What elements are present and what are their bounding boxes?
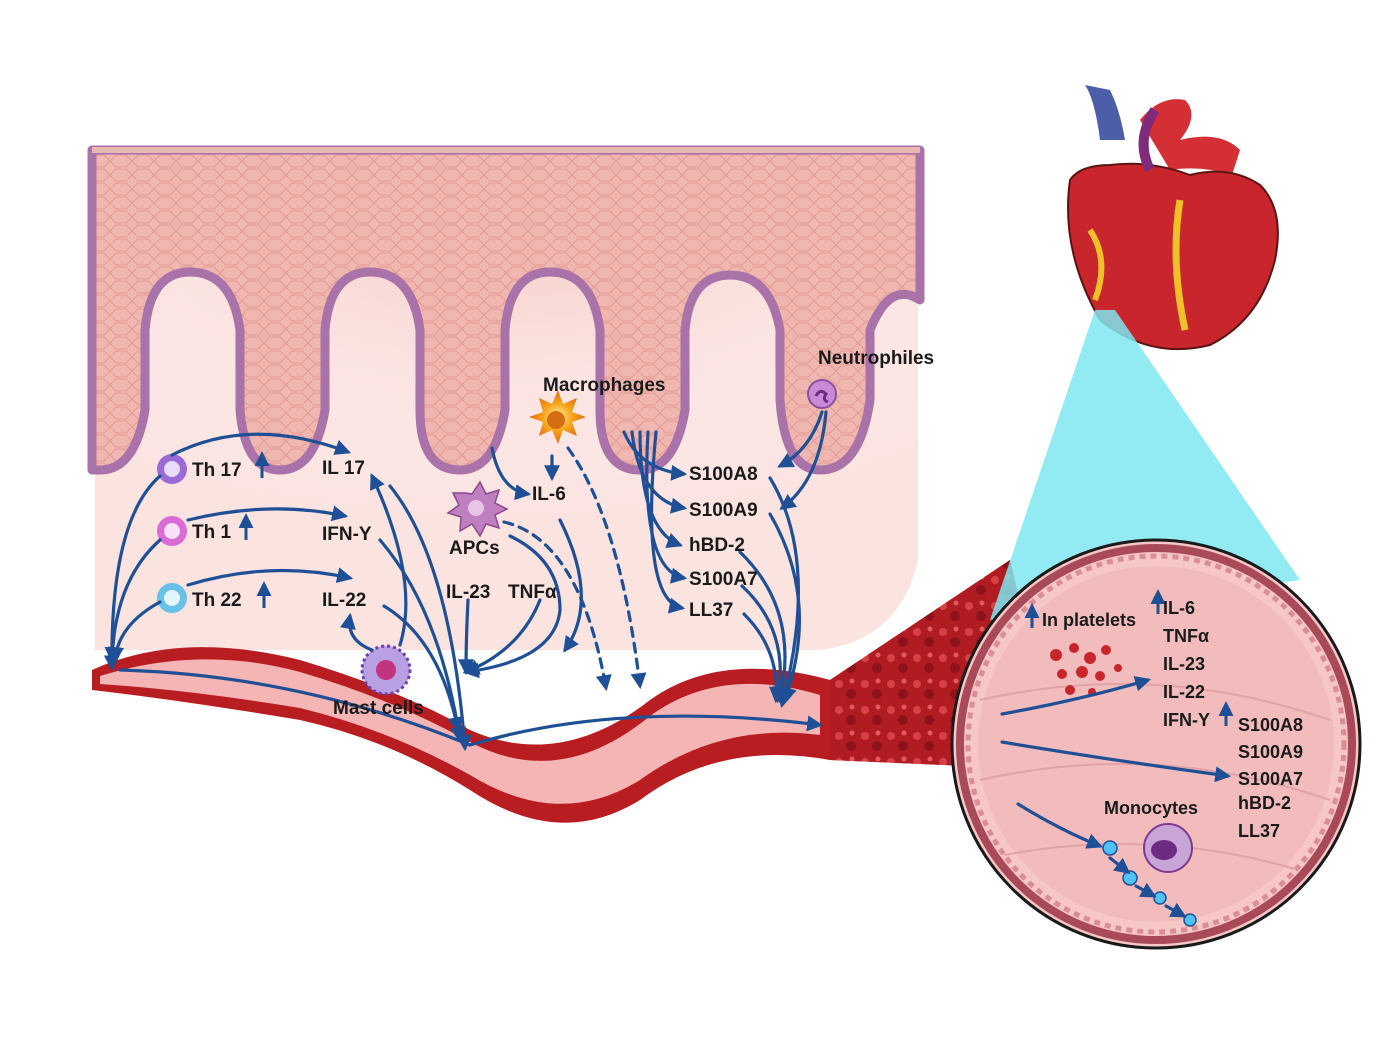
- th17-cell-icon: [157, 454, 187, 484]
- label-macrophages: Macrophages: [543, 375, 665, 396]
- signal-arrows: [103, 410, 1232, 918]
- neutrophil-icon: [807, 379, 837, 409]
- label-platelets: In platelets: [1042, 610, 1136, 630]
- label-th17: Th 17: [192, 460, 242, 481]
- label-s100a7: S100A7: [689, 569, 758, 590]
- label-il23: IL-23: [446, 582, 490, 603]
- skin-labels: Th 17 Th 1 Th 22 IL 17 IFN-Y IL-22 Mast …: [192, 348, 934, 719]
- label-tnfa: TNFα: [508, 582, 557, 603]
- epidermis: [87, 145, 925, 475]
- zoom-cone: [990, 310, 1300, 620]
- th22-cell-icon: [157, 583, 187, 613]
- inset-cytokine-2: TNFα: [1163, 626, 1209, 646]
- inset-cytokine-3: IL-23: [1163, 654, 1205, 674]
- inset-cytokine-1: IL-6: [1163, 598, 1195, 618]
- label-ifny: IFN-Y: [322, 524, 372, 545]
- inset-peptide-5: LL37: [1238, 821, 1280, 841]
- inset-cytokine-5: IFN-Y: [1163, 710, 1210, 730]
- macrophage-icon: [529, 390, 586, 444]
- label-neutrophiles: Neutrophiles: [818, 348, 934, 369]
- inset-peptide-1: S100A8: [1238, 715, 1303, 735]
- label-hbd2: hBD-2: [689, 535, 745, 556]
- platelets-icon: [1050, 643, 1122, 696]
- heart-icon: [1067, 85, 1279, 351]
- label-th22: Th 22: [192, 590, 242, 611]
- label-s100a9: S100A9: [689, 500, 758, 521]
- dashed-arrows: [502, 446, 647, 692]
- monocyte-icon: [1143, 823, 1193, 873]
- up-arrow-icon: [238, 451, 1234, 726]
- mast-cell-icon: [360, 644, 412, 696]
- label-monocytes: Monocytes: [1104, 798, 1198, 818]
- inset-peptide-2: S100A9: [1238, 742, 1303, 762]
- label-il17: IL 17: [322, 458, 365, 479]
- label-il6: IL-6: [532, 484, 566, 505]
- apc-cell-icon: [446, 480, 509, 538]
- label-s100a8: S100A8: [689, 464, 758, 485]
- inset-peptide-4: hBD-2: [1238, 793, 1291, 813]
- inset-cytokine-4: IL-22: [1163, 682, 1205, 702]
- label-il22: IL-22: [322, 590, 366, 611]
- label-mast-cells: Mast cells: [333, 698, 424, 719]
- th1-cell-icon: [157, 516, 187, 546]
- inset-labels: In platelets IL-6 TNFα IL-23 IL-22 IFN-Y…: [1042, 598, 1303, 841]
- label-apcs: APCs: [449, 538, 500, 559]
- label-ll37: LL37: [689, 600, 733, 621]
- label-th1: Th 1: [192, 522, 231, 543]
- inset-peptide-3: S100A7: [1238, 769, 1303, 789]
